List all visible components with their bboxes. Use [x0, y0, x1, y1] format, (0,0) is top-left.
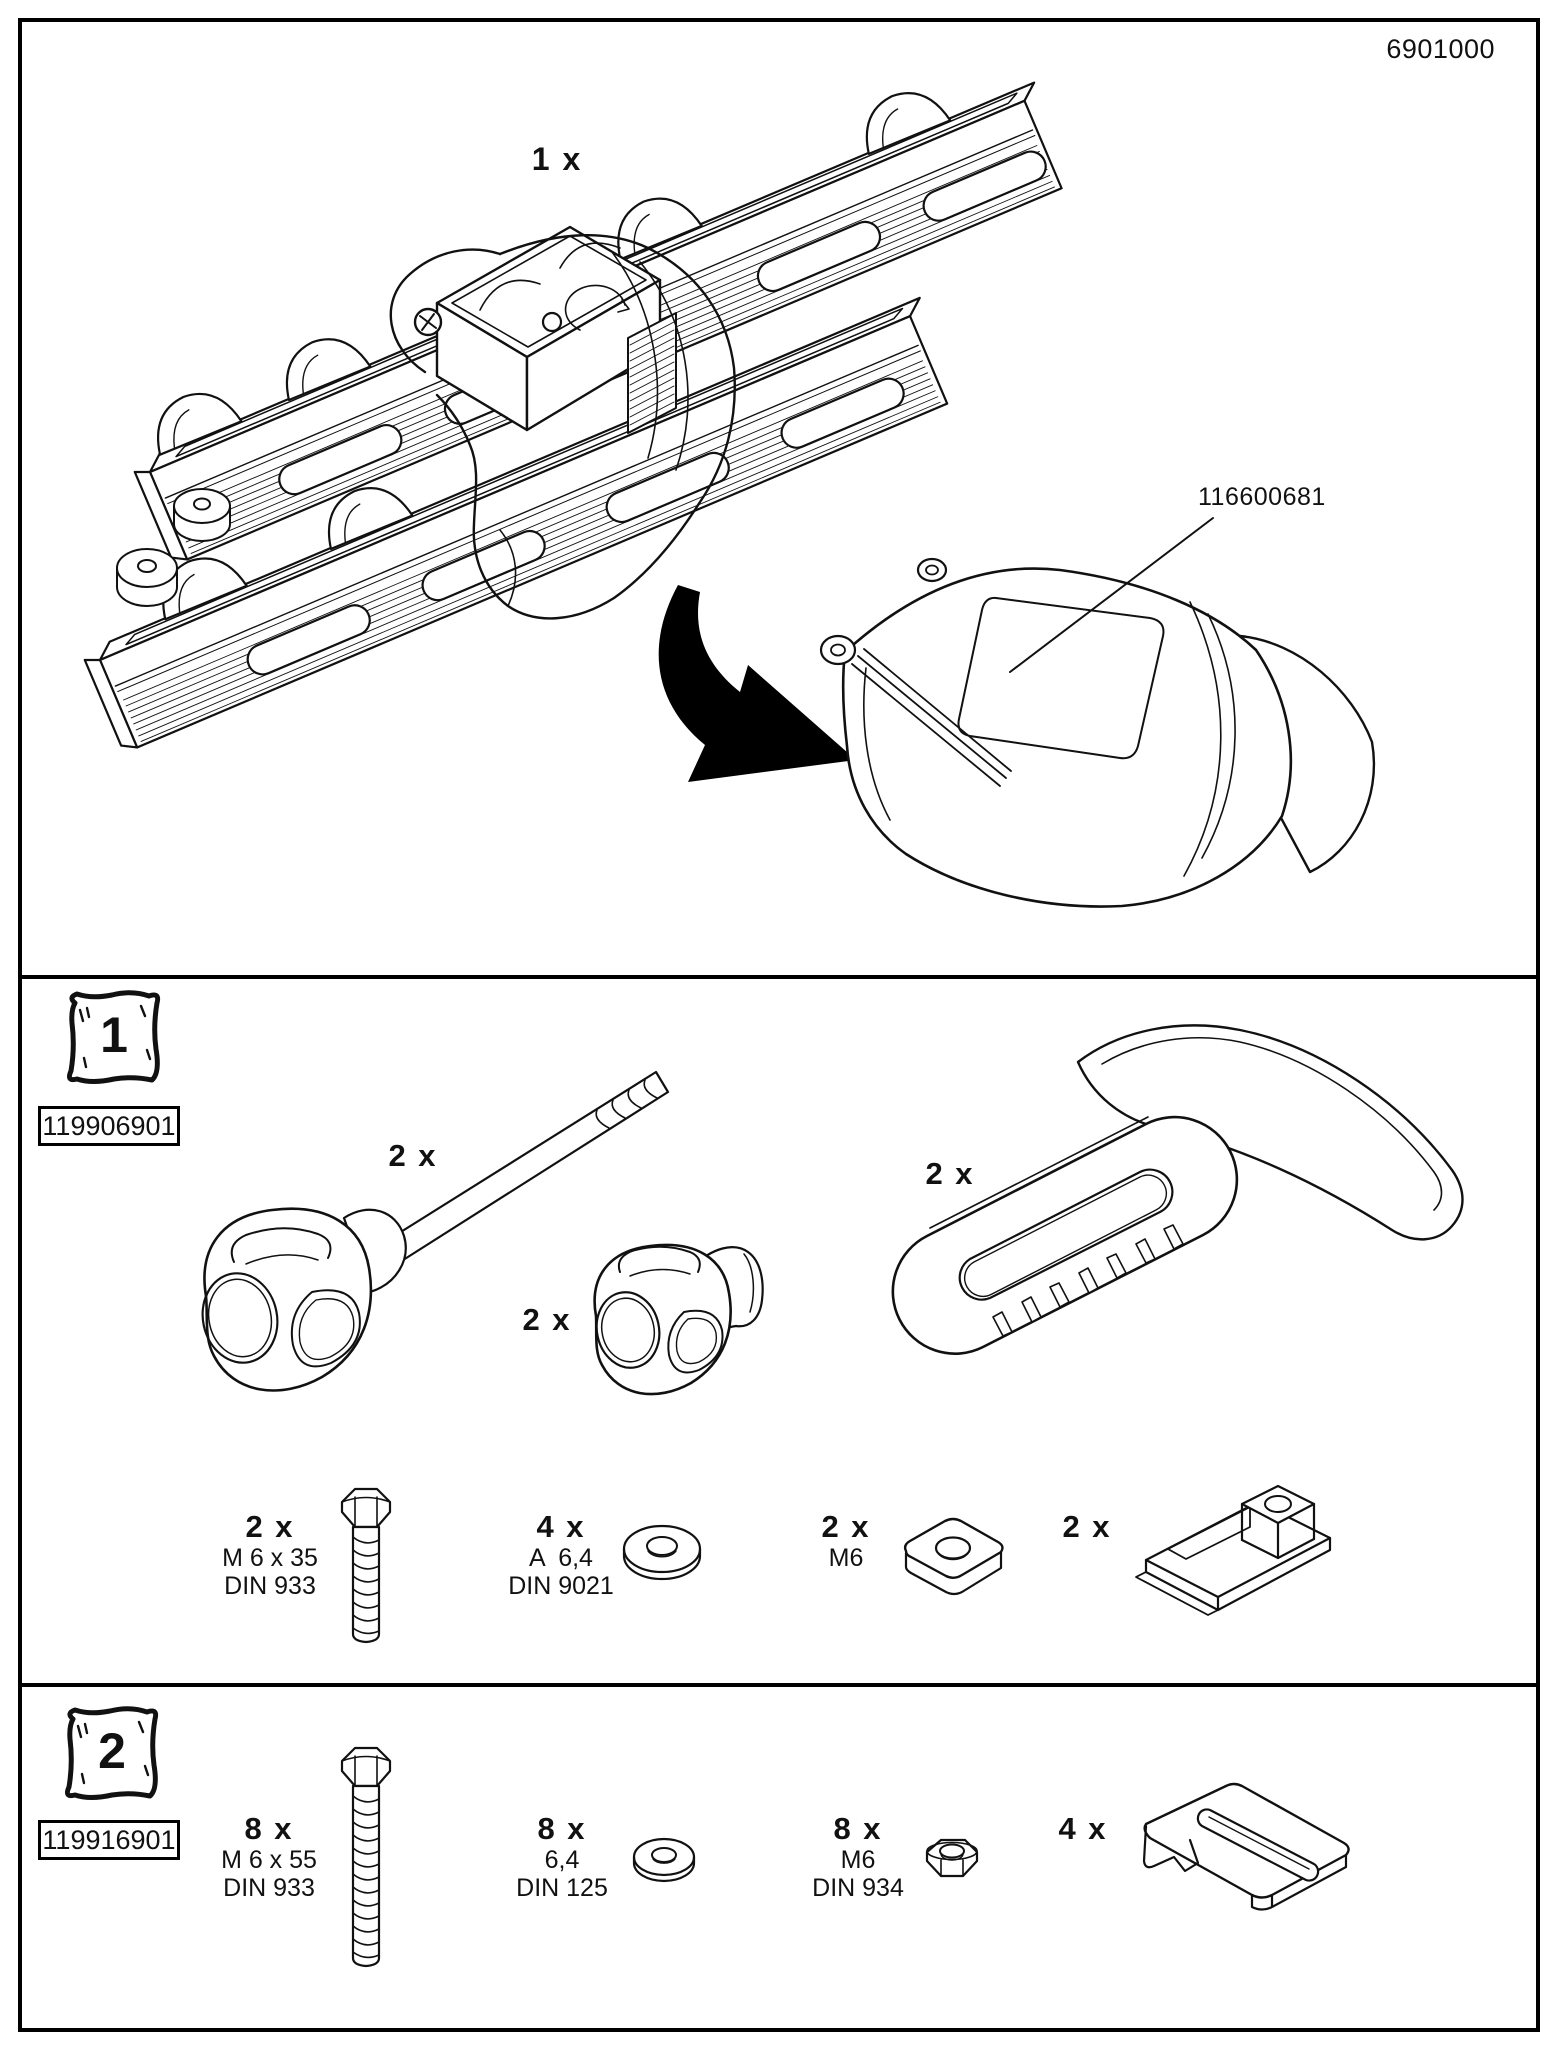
washer-64-spec: 8 x 6,4 DIN 125 — [472, 1812, 652, 1902]
main-qty-label: 1 x — [531, 141, 583, 177]
washer-64-qty: 8 x — [537, 1811, 587, 1846]
washer-64-illustration — [632, 1837, 696, 1883]
document-number: 6901000 — [1386, 34, 1495, 64]
bag-2-number: 2 — [98, 1723, 126, 1779]
washer-a64-spec: 4 x A 6,4 DIN 9021 — [471, 1510, 651, 1600]
hex-bolt-m6x55-illustration — [340, 1746, 392, 1968]
square-nut-qty: 2 x — [821, 1509, 871, 1544]
main-assembly-illustration — [83, 81, 1376, 908]
hex-nut-qty: 8 x — [833, 1811, 883, 1846]
hex-nut-size: M6 — [840, 1846, 876, 1874]
bag-2-part-number-text: 119916901 — [42, 1824, 176, 1855]
square-nut-size: M6 — [828, 1544, 864, 1572]
knob-qty: 2 x — [522, 1302, 572, 1337]
end-studs — [116, 488, 231, 607]
cover-part-number: 116600681 — [1198, 483, 1326, 511]
removal-arrow — [658, 585, 856, 782]
hex-nut-m6-illustration — [925, 1838, 979, 1878]
adapter-plate-qty: 2 x — [1062, 1509, 1112, 1544]
bag-1-part-number-text: 119906901 — [42, 1110, 176, 1141]
hex-bolt-m6x35-qty: 2 x — [245, 1509, 295, 1544]
section-divider-1 — [18, 975, 1540, 979]
adapter-plate-illustration — [1135, 1484, 1332, 1616]
hex-nut-standard: DIN 934 — [812, 1874, 904, 1902]
page-border — [18, 18, 1540, 2032]
washer-64-size: 6,4 — [544, 1846, 580, 1874]
washer-64-standard: DIN 125 — [516, 1874, 608, 1902]
bag-2-part-number: 119916901 — [38, 1820, 180, 1860]
bag-1-part-number: 119906901 — [38, 1106, 180, 1146]
t-handle-qty: 2 x — [925, 1156, 975, 1191]
detached-cover-illustration — [819, 557, 1376, 908]
hex-bolt-m6x35-spec: 2 x M 6 x 35 DIN 933 — [180, 1510, 360, 1600]
bag-2-icon — [65, 1706, 159, 1800]
hex-bolt-m6x55-qty: 8 x — [244, 1811, 294, 1846]
hex-bolt-m6x55-size: M 6 x 55 — [221, 1846, 317, 1874]
knob-bolt-illustration — [201, 1070, 670, 1392]
t-handle-illustration — [891, 1024, 1464, 1355]
bag-1-icon — [67, 990, 161, 1084]
slotted-bracket-illustration — [1142, 1782, 1350, 1911]
hex-bolt-m6x55-spec: 8 x M 6 x 55 DIN 933 — [179, 1812, 359, 1902]
square-nut-m6-illustration — [903, 1517, 1004, 1596]
hex-nut-spec: 8 x M6 DIN 934 — [768, 1812, 948, 1902]
adapter-plate-spec: 2 x — [997, 1510, 1177, 1544]
washer-a64-qty: 4 x — [536, 1509, 586, 1544]
section-divider-2 — [18, 1683, 1540, 1687]
knob-illustration — [593, 1243, 764, 1396]
square-nut-spec: 2 x M6 — [756, 1510, 936, 1572]
knob-bolt-qty: 2 x — [388, 1138, 438, 1173]
washer-a64-illustration — [622, 1524, 702, 1581]
washer-a64-standard: DIN 9021 — [508, 1572, 614, 1600]
washer-a64-size: A 6,4 — [529, 1544, 593, 1572]
hex-bolt-m6x35-standard: DIN 933 — [224, 1572, 316, 1600]
bag-1-number: 1 — [100, 1007, 128, 1063]
slotted-bracket-qty: 4 x — [1058, 1811, 1108, 1846]
hex-bolt-m6x35-size: M 6 x 35 — [222, 1544, 318, 1572]
part-leader-line — [1009, 517, 1214, 673]
mounting-foot — [435, 225, 677, 434]
foot-cover — [389, 233, 736, 620]
hex-bolt-m6x55-standard: DIN 933 — [223, 1874, 315, 1902]
hex-bolt-m6x35-illustration — [340, 1487, 392, 1644]
slotted-bracket-spec: 4 x — [993, 1812, 1173, 1846]
front-rail — [83, 296, 949, 749]
